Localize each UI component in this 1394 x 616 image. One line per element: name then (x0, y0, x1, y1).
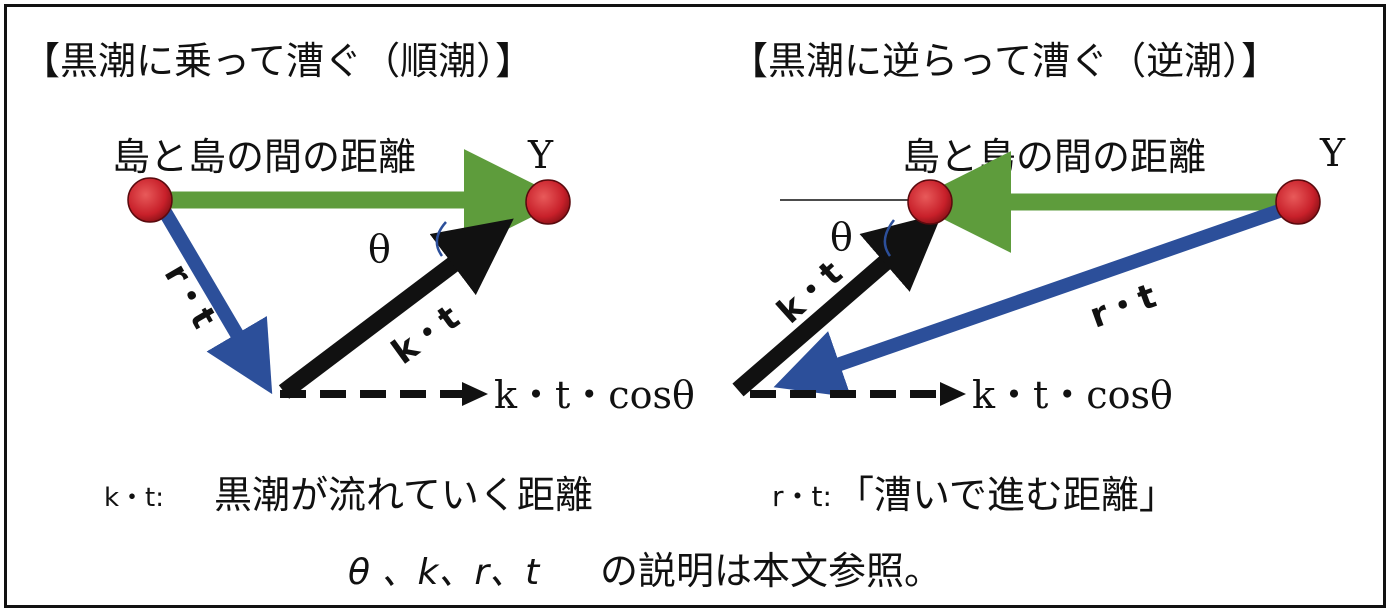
left-theta: θ (368, 227, 391, 271)
right-angle-arc (883, 219, 895, 257)
right-heading: 【黒潮に逆らって漕ぐ（逆潮）】 (730, 39, 1279, 83)
legend-rt-text: 「漕いで進む距離」 (836, 473, 1177, 517)
diagram-frame (4, 4, 1386, 608)
left-angle-arc (435, 221, 447, 257)
left-heading: 【黒潮に乗って漕ぐ（順潮）】 (22, 39, 533, 83)
right-projection-arrowhead (940, 382, 966, 406)
right-rowing-arrow (773, 203, 1285, 398)
legend-kt-text: 黒潮が流れていく距離 (214, 473, 593, 517)
left-projection-arrowhead (462, 382, 488, 406)
legend-kt-symbol: k・t: (104, 483, 164, 513)
left-rowing-arrow (158, 208, 273, 395)
right-distance-label: 島と島の間の距離 (902, 135, 1206, 179)
right-rt-label: r・t (1085, 276, 1162, 337)
left-end-island (525, 179, 571, 225)
left-projection-label: k・t・cosθ (494, 373, 695, 417)
left-rt-label: r・t (156, 257, 224, 335)
left-start-island (127, 177, 173, 223)
left-distance-label: 島と島の間の距離 (112, 135, 416, 179)
footnote-symbols: θ 、k、r、t (348, 552, 541, 593)
left-resultant-arrow (278, 218, 514, 399)
right-start-island (1275, 179, 1321, 225)
footnote-text: の説明は本文参照。 (600, 549, 942, 593)
right-projection-label: k・t・cosθ (972, 373, 1173, 417)
left-distance-symbol: Y (527, 133, 554, 177)
right-resultant-arrow (732, 212, 943, 397)
right-end-island (907, 179, 953, 225)
right-distance-symbol: Y (1319, 131, 1346, 175)
legend-rt-symbol: r・t: (772, 480, 832, 513)
right-theta: θ (830, 215, 853, 259)
